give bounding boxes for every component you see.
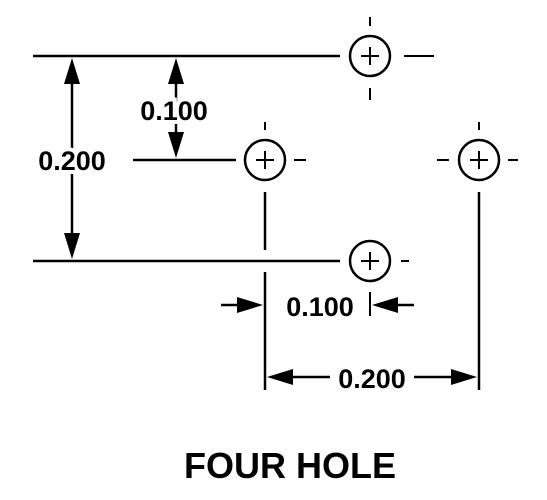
dimension-label-vertical-inner: 0.100: [140, 96, 208, 126]
dimension-label-horizontal-outer: 0.200: [338, 364, 406, 394]
bottom-hole: [348, 239, 409, 316]
dimension-horizontal-inner: [221, 297, 414, 313]
top-hole: [348, 17, 434, 100]
dimension-label-vertical-outer: 0.200: [38, 146, 106, 176]
dimension-vertical-inner: [168, 58, 184, 158]
middle-left-hole: [243, 122, 306, 182]
dimension-vertical-outer: [64, 58, 80, 259]
middle-right-hole: [437, 122, 518, 182]
dimension-horizontal-outer: [267, 369, 477, 385]
diagram-title: FOUR HOLE: [184, 445, 396, 486]
dimension-label-horizontal-inner: 0.100: [286, 292, 354, 322]
